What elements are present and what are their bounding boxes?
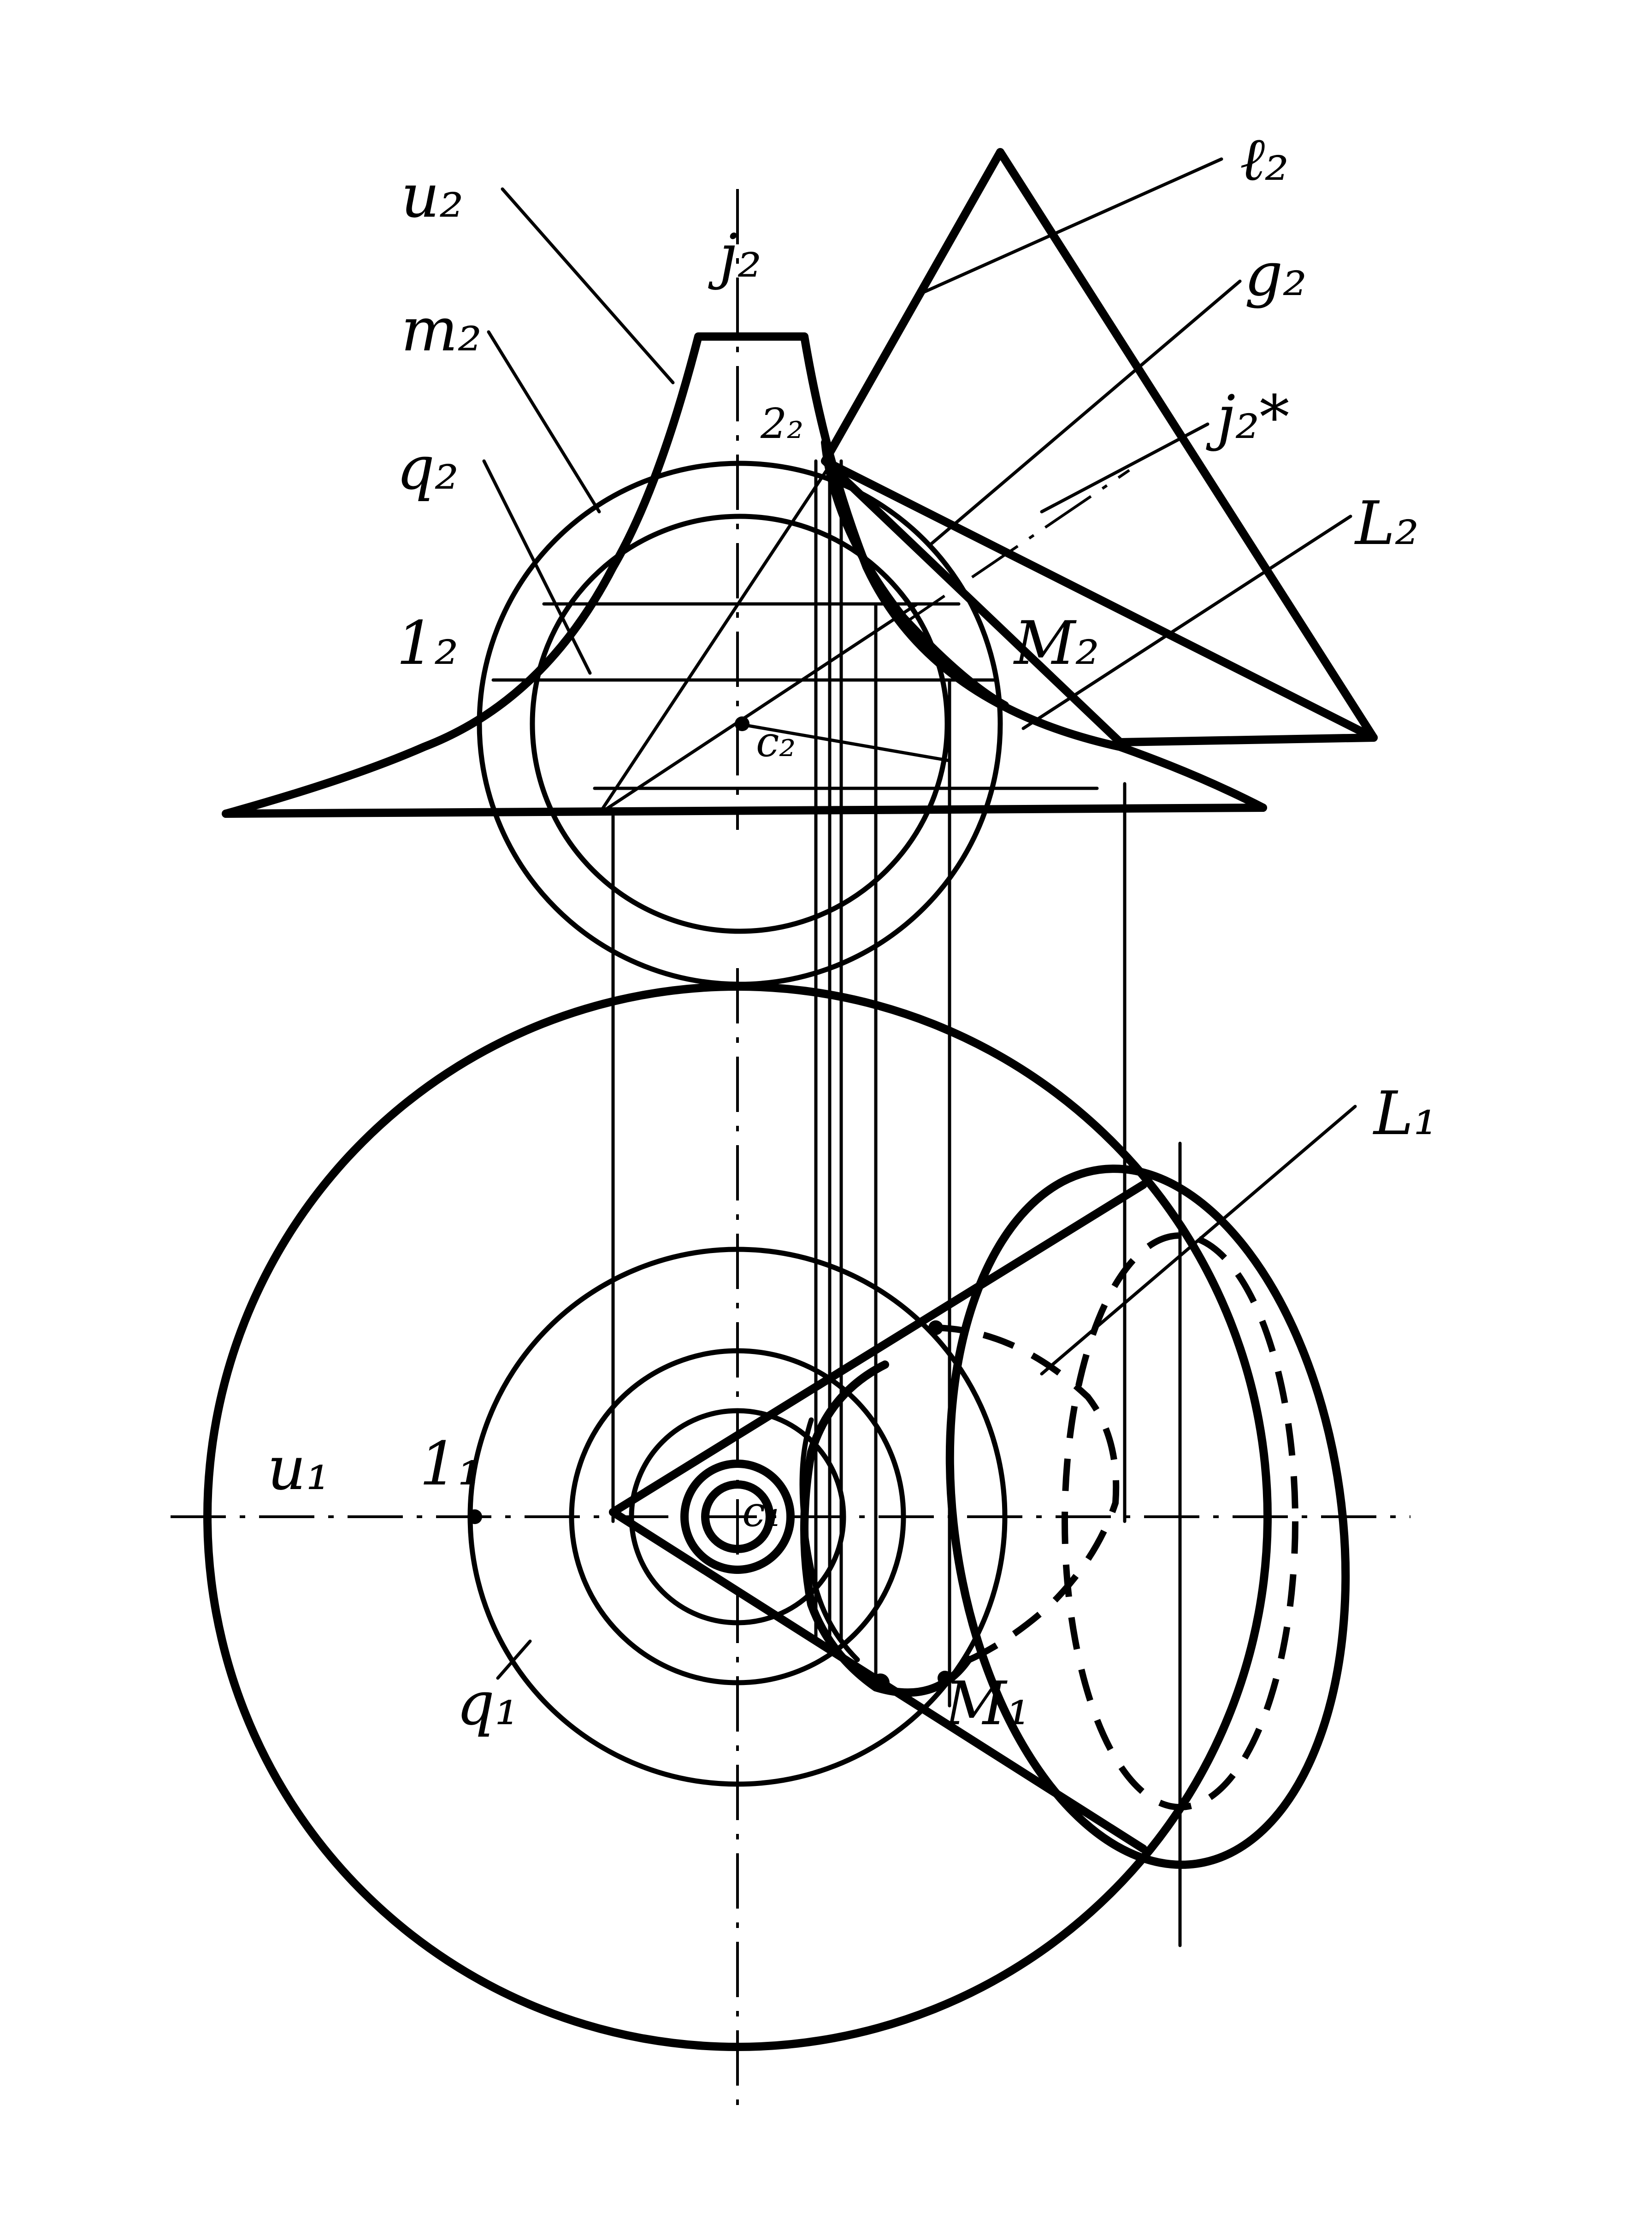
- label-q1: q₁: [456, 1668, 519, 1738]
- sphere-inner-outline-front: [530, 514, 950, 934]
- slant-line-front-1: [597, 464, 832, 816]
- label-point-2-2: 2₂: [760, 400, 803, 448]
- base-line-front: [222, 804, 1267, 818]
- label-point-1-2: 1₂: [396, 608, 459, 678]
- intersection-curve-top-inner: [799, 1417, 860, 1662]
- cone-base-ellipse-hidden: [1062, 1232, 1298, 1810]
- label-j2: j₂: [708, 221, 761, 291]
- label-g2: g₂: [1245, 239, 1307, 309]
- leader-m2: [487, 330, 601, 514]
- circle-inner-2: [629, 1408, 846, 1626]
- leader-g2: [929, 279, 1242, 546]
- label-c1: c₁: [742, 1488, 782, 1536]
- point-top-lower: [938, 1671, 952, 1685]
- label-c2: c₂: [756, 718, 796, 766]
- front-view: [222, 148, 1378, 987]
- leader-q1: [496, 1639, 532, 1680]
- point-c2: [735, 716, 749, 731]
- label-M1: M₁: [944, 1668, 1030, 1738]
- point-top-upper: [928, 1320, 943, 1335]
- intersection-curve-front: [821, 438, 1009, 710]
- label-q2: q₂: [396, 433, 459, 503]
- label-l2: ℓ₂: [1240, 124, 1289, 194]
- point-1-1: [467, 1509, 482, 1524]
- label-u1: u₁: [267, 1433, 330, 1503]
- label-u2: u₂: [401, 161, 464, 231]
- intersection-curve-top: [800, 1360, 972, 1697]
- leader-L1: [1040, 1105, 1357, 1376]
- label-L2: L₂: [1354, 488, 1419, 558]
- leader-u2: [501, 187, 675, 384]
- leader-j2star: [1040, 422, 1210, 514]
- slant-line-front-2: [597, 602, 919, 816]
- circle-c1: [701, 1480, 774, 1553]
- label-L1: L₁: [1373, 1078, 1437, 1148]
- hidden-curve-top: [931, 1324, 1120, 1667]
- slant-line-front-3: [736, 722, 951, 763]
- outer-circle-u1: [203, 982, 1272, 2051]
- circle-inner-3: [680, 1460, 795, 1574]
- labels: u₂ ℓ₂ j₂ g₂ m₂ j₂* q₂ L₂ 2₂ 1₂ M₂ c₂ L₁ …: [267, 124, 1437, 1738]
- leader-l2: [915, 157, 1223, 297]
- axis-j2star: [898, 469, 1130, 628]
- cone-base-ellipse-L1: [945, 1165, 1350, 1869]
- point-M1: [871, 1673, 890, 1692]
- leader-L2: [1021, 514, 1352, 730]
- label-j2star: j₂*: [1206, 382, 1289, 452]
- top-view: [171, 968, 1410, 2107]
- cone-outline-upper: [609, 1181, 1147, 1516]
- label-point-1-1: 1₁: [419, 1429, 482, 1499]
- cone-triangle-front: [821, 148, 1378, 746]
- label-m2: m₂: [401, 295, 482, 365]
- revolution-surface-profile-u2: [222, 332, 1267, 818]
- label-M2: M₂: [1013, 608, 1099, 678]
- leader-q2: [482, 459, 592, 675]
- cone-generatrix-front: [821, 457, 1378, 742]
- circle-inner-1: [569, 1348, 906, 1685]
